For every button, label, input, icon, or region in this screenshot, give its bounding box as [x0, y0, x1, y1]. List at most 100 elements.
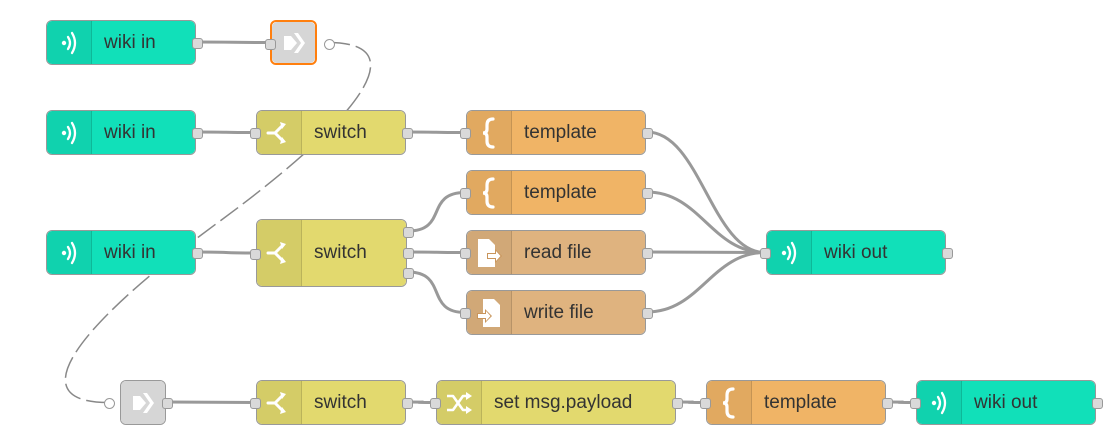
wire[interactable]: [645, 250, 767, 254]
wire[interactable]: [645, 130, 767, 254]
template-brace-icon: [467, 111, 512, 154]
switch-icon: [257, 381, 302, 424]
node-link-out[interactable]: [265, 20, 335, 65]
wire[interactable]: [645, 251, 767, 314]
node-switch[interactable]: switch: [250, 110, 413, 155]
node-body: wiki in: [47, 231, 195, 274]
wire[interactable]: [645, 190, 767, 254]
node-websocket-in[interactable]: wiki in: [46, 110, 203, 155]
input-port[interactable]: [250, 248, 261, 260]
file-in-icon: [467, 231, 512, 274]
node-label: wiki in: [104, 241, 156, 263]
node-websocket-in[interactable]: wiki in: [46, 230, 203, 275]
node-body: set msg.payload: [437, 381, 675, 424]
output-port[interactable]: [192, 247, 203, 259]
input-port[interactable]: [460, 188, 471, 199]
node-label: switch: [314, 391, 367, 413]
wire[interactable]: [165, 400, 257, 404]
switch-icon: [257, 111, 302, 154]
file-out-icon: [467, 291, 512, 334]
wire[interactable]: [195, 250, 257, 255]
link-out-icon: [272, 22, 315, 63]
websocket-icon: [47, 111, 92, 154]
input-port[interactable]: [460, 128, 471, 139]
wire[interactable]: [195, 40, 271, 44]
node-file-in[interactable]: read file: [460, 230, 653, 275]
node-websocket-in[interactable]: wiki in: [46, 20, 203, 65]
output-port[interactable]: [1092, 397, 1103, 409]
websocket-icon: [47, 21, 92, 64]
output-port[interactable]: [642, 247, 653, 259]
wire[interactable]: [406, 191, 467, 233]
input-port[interactable]: [430, 398, 441, 409]
output-port[interactable]: [642, 307, 653, 319]
input-port[interactable]: [460, 308, 471, 319]
node-switch[interactable]: switch: [250, 380, 413, 425]
node-body: read file: [467, 231, 645, 274]
input-port[interactable]: [760, 248, 771, 259]
input-port[interactable]: [265, 39, 276, 50]
websocket-icon: [767, 231, 812, 274]
node-template[interactable]: template: [460, 170, 653, 215]
node-body: template: [707, 381, 885, 424]
output-port[interactable]: [403, 226, 414, 238]
websocket-icon: [47, 231, 92, 274]
node-label: wiki out: [824, 241, 888, 263]
output-port[interactable]: [672, 397, 683, 409]
node-change[interactable]: set msg.payload: [430, 380, 683, 425]
output-port[interactable]: [642, 187, 653, 199]
node-label: template: [524, 181, 597, 203]
node-websocket-out[interactable]: wiki out: [910, 380, 1103, 425]
wire[interactable]: [195, 130, 257, 134]
template-brace-icon: [467, 171, 512, 214]
node-body: switch: [257, 381, 405, 424]
node-body: [121, 381, 165, 424]
output-port[interactable]: [942, 247, 953, 259]
wire[interactable]: [405, 130, 467, 134]
node-body: wiki out: [917, 381, 1095, 424]
node-link-in[interactable]: [104, 380, 173, 425]
node-switch[interactable]: switch: [250, 219, 414, 287]
input-port[interactable]: [250, 128, 261, 139]
input-port[interactable]: [460, 248, 471, 259]
wire[interactable]: [406, 250, 467, 254]
node-websocket-out[interactable]: wiki out: [760, 230, 953, 275]
input-port[interactable]: [700, 398, 711, 409]
node-label: set msg.payload: [494, 391, 633, 413]
output-port[interactable]: [882, 397, 893, 409]
output-port[interactable]: [642, 127, 653, 139]
node-label: switch: [314, 242, 367, 263]
websocket-icon: [917, 381, 962, 424]
link-virtual-port[interactable]: [324, 39, 335, 50]
node-template[interactable]: template: [460, 110, 653, 155]
node-template[interactable]: template: [700, 380, 893, 425]
change-shuffle-icon: [437, 381, 482, 424]
output-port[interactable]: [403, 267, 414, 279]
input-port[interactable]: [910, 398, 921, 409]
node-label: wiki in: [104, 31, 156, 53]
output-port[interactable]: [192, 37, 203, 49]
link-in-icon: [121, 381, 165, 424]
node-body: template: [467, 171, 645, 214]
output-port[interactable]: [403, 247, 414, 259]
node-body: wiki in: [47, 21, 195, 64]
node-label: wiki in: [104, 121, 156, 143]
output-port[interactable]: [192, 127, 203, 139]
output-port[interactable]: [402, 127, 413, 139]
input-port[interactable]: [250, 398, 261, 409]
node-label: write file: [524, 301, 594, 323]
node-label: switch: [314, 121, 367, 143]
output-port[interactable]: [162, 397, 173, 409]
link-virtual-port[interactable]: [104, 398, 115, 409]
node-file-out[interactable]: write file: [460, 290, 653, 335]
node-body: switch: [257, 111, 405, 154]
output-port[interactable]: [402, 397, 413, 409]
node-body: template: [467, 111, 645, 154]
template-brace-icon: [707, 381, 752, 424]
node-body: switch: [257, 220, 406, 286]
node-label: wiki out: [974, 391, 1038, 413]
node-label: read file: [524, 241, 592, 263]
node-label: template: [764, 391, 837, 413]
wire[interactable]: [406, 270, 467, 314]
